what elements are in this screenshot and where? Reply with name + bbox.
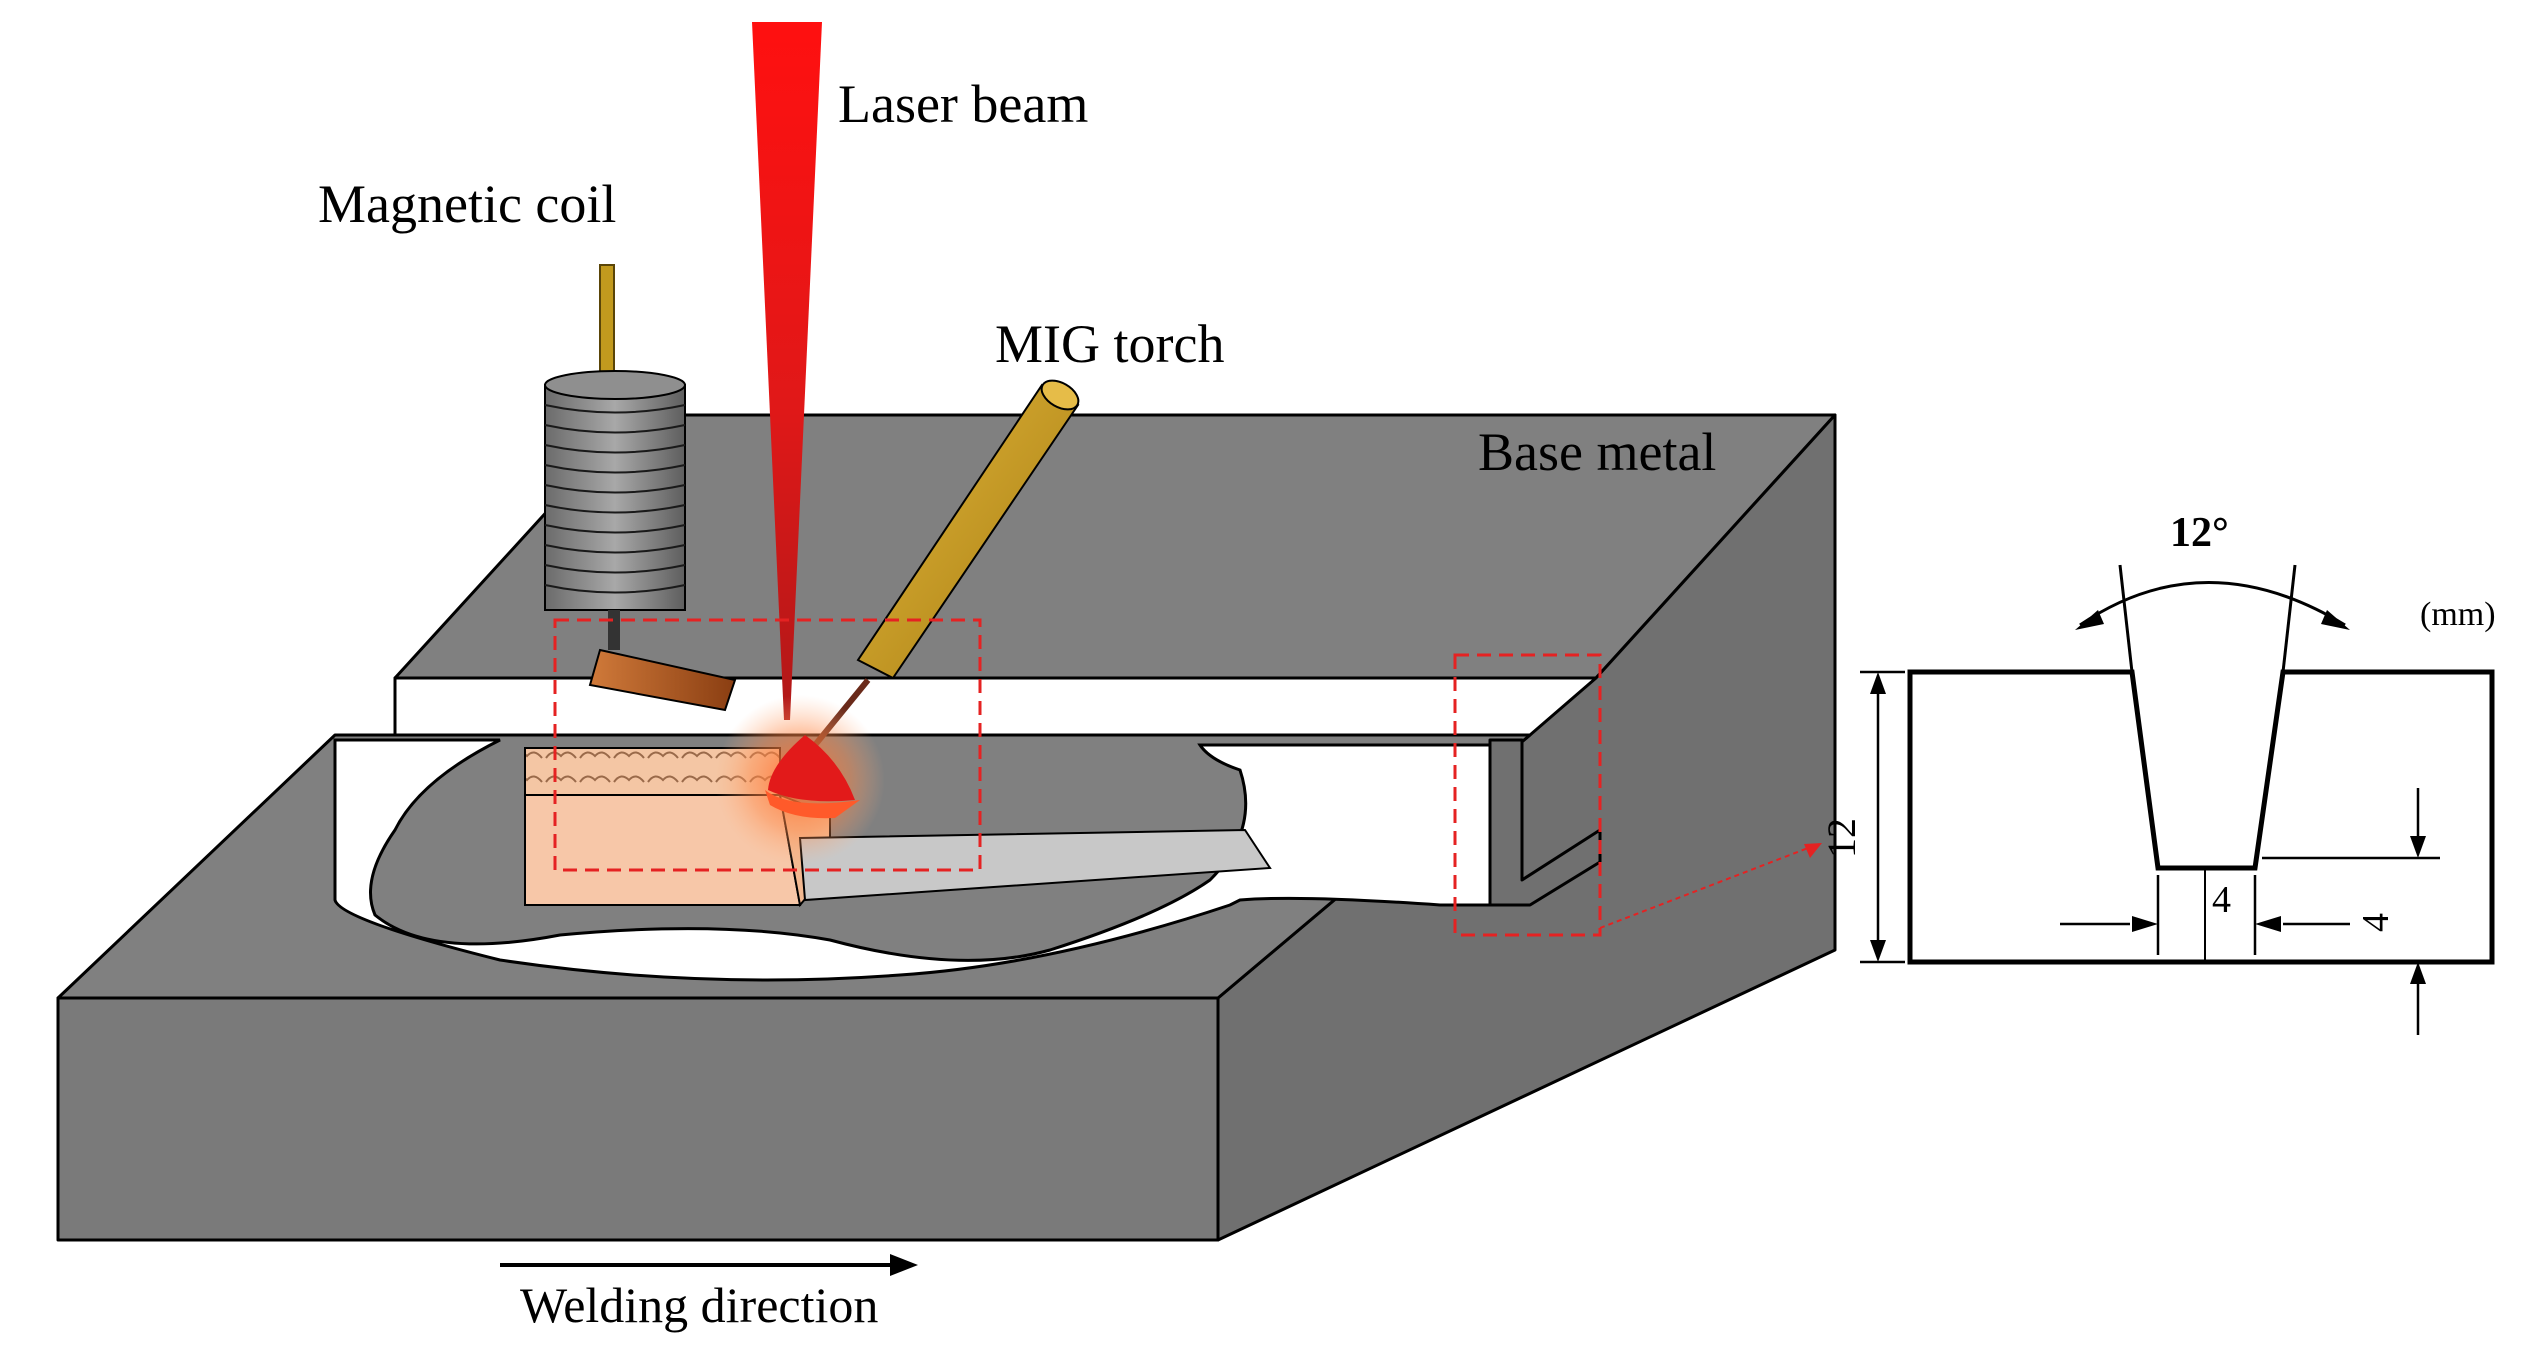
- laser-beam: [752, 22, 822, 720]
- welding-direction-label: Welding direction: [520, 1277, 878, 1333]
- root-face-label: 4: [2355, 913, 2397, 932]
- molten-pool: [765, 790, 860, 819]
- arc-plasma: [768, 735, 855, 802]
- groove-profile: [1907, 669, 2495, 965]
- coil-stem: [608, 610, 620, 650]
- coil-tip: [588, 648, 737, 712]
- torch-end: [1040, 379, 1080, 411]
- coil-body: [544, 384, 686, 611]
- base-metal-block: [56, 413, 1837, 1242]
- unit-label: (mm): [2420, 596, 2496, 633]
- thickness-dimension: [1860, 670, 1905, 964]
- thickness-label: 12: [1819, 818, 1864, 858]
- open-groove-strip: [798, 828, 1272, 902]
- groove-zone-box: [1453, 653, 1602, 937]
- groove-angle-label: 12°: [2170, 510, 2229, 556]
- callout-arrow: [1599, 843, 1822, 929]
- groove-back-wall: [393, 676, 1598, 737]
- coil-windings: [544, 404, 686, 594]
- base-metal-label: Base metal: [1478, 422, 1716, 482]
- magnetic-coil: [544, 264, 737, 712]
- process-zone-box: [553, 618, 982, 872]
- groove-cross-section: 12° (mm) 12 4 4: [1819, 510, 2496, 1035]
- coil-rod: [599, 264, 615, 386]
- magnetic-coil-label: Magnetic coil: [318, 174, 616, 234]
- coil-top: [544, 370, 686, 400]
- root-face-dimension: [2262, 788, 2440, 1035]
- groove-angle-dimension: [2075, 564, 2350, 673]
- mig-torch-label: MIG torch: [995, 314, 1224, 374]
- root-gap-dimension: [2060, 875, 2350, 955]
- laser-beam-label: Laser beam: [838, 74, 1088, 134]
- welding-direction-arrow: [500, 1254, 918, 1276]
- root-gap-label: 4: [2212, 879, 2231, 921]
- base-metal-front-face: [56, 996, 1220, 1242]
